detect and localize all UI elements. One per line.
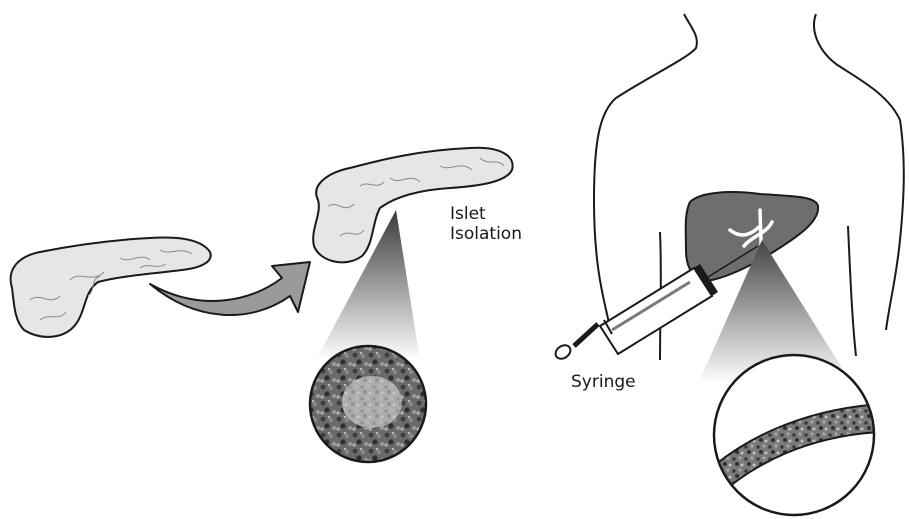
islet-label-line1: Islet <box>450 204 522 224</box>
islet-isolation-label: Islet Isolation <box>450 204 522 244</box>
syringe-label: Syringe <box>571 372 636 392</box>
islet-label-line2: Isolation <box>450 224 522 244</box>
donor-pancreas-icon <box>11 238 211 337</box>
